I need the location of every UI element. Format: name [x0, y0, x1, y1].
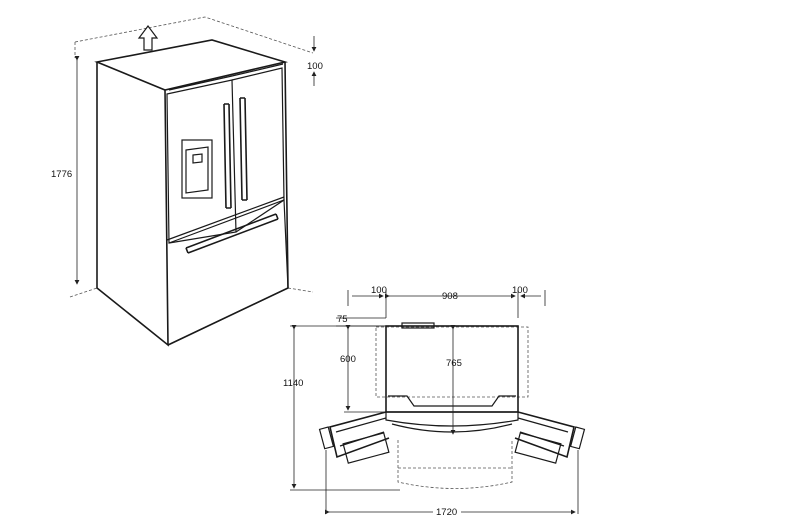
left-door-open [329, 411, 390, 459]
right-door-handle [239, 97, 248, 201]
height-label: 1776 [51, 169, 72, 180]
floor-outline-right [287, 287, 314, 293]
side-clearance-right-label: 100 [512, 285, 528, 296]
floor-outline-left [69, 287, 98, 298]
right-door-open [514, 411, 575, 459]
cabinet-depth-label: 600 [340, 354, 356, 365]
plan-doors-closed [385, 411, 519, 427]
open-depth-label: 1140 [283, 378, 303, 389]
open-width-label: 1720 [436, 507, 457, 518]
rear-clearance-label: 75 [337, 314, 348, 325]
up-arrow-icon [137, 25, 159, 51]
left-door-handle [223, 103, 232, 209]
plan-view: 100 908 100 75 600 765 1140 1720 [283, 285, 586, 518]
cabinet-side [96, 62, 169, 347]
right-door [231, 67, 285, 233]
total-depth-label: 765 [446, 358, 462, 369]
cabinet-top [94, 39, 289, 91]
side-clearance-left-label: 100 [371, 285, 387, 296]
plan-cabinet [385, 325, 519, 413]
top-clearance-outline [74, 16, 314, 54]
drawer-handle [185, 213, 279, 254]
perspective-view: 1776 100 [51, 16, 323, 347]
freezer-drawer [167, 199, 289, 346]
top-clearance-label: 100 [307, 61, 323, 72]
width-label: 908 [442, 291, 458, 302]
plan-top-detail [401, 322, 435, 329]
drawer-open-outline [397, 440, 513, 489]
water-dispenser [181, 139, 213, 199]
